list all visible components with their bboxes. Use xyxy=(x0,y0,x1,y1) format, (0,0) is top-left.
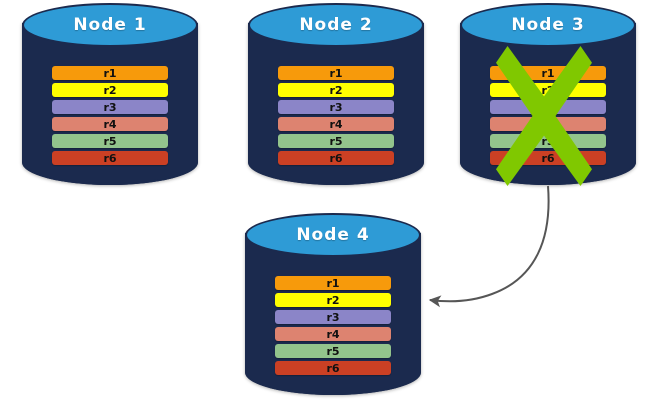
data-row-r2[interactable]: r2 xyxy=(52,83,168,97)
row-stack: r1 r2 r3 r4 r5 r6 xyxy=(278,66,394,165)
data-row-r6[interactable]: r6 xyxy=(490,151,606,165)
data-row-r4[interactable]: r4 xyxy=(490,117,606,131)
data-row-r2[interactable]: r2 xyxy=(275,293,391,307)
data-row-r3[interactable]: r3 xyxy=(52,100,168,114)
data-row-r5[interactable]: r5 xyxy=(278,134,394,148)
data-row-r4[interactable]: r4 xyxy=(275,327,391,341)
data-row-r6[interactable]: r6 xyxy=(278,151,394,165)
row-stack: r1 r2 r3 r4 r5 r6 xyxy=(490,66,606,165)
data-row-r6[interactable]: r6 xyxy=(52,151,168,165)
data-row-r2[interactable]: r2 xyxy=(490,83,606,97)
cylinder-body-outline xyxy=(248,23,424,185)
cylinder-top-ellipse xyxy=(460,3,636,47)
data-row-r1[interactable]: r1 xyxy=(275,276,391,290)
data-row-r5[interactable]: r5 xyxy=(275,344,391,358)
data-row-r3[interactable]: r3 xyxy=(278,100,394,114)
data-row-r1[interactable]: r1 xyxy=(278,66,394,80)
data-row-r2[interactable]: r2 xyxy=(278,83,394,97)
data-row-r3[interactable]: r3 xyxy=(490,100,606,114)
cylinder-top-ellipse xyxy=(245,213,421,257)
row-stack: r1 r2 r3 r4 r5 r6 xyxy=(275,276,391,375)
data-row-r1[interactable]: r1 xyxy=(490,66,606,80)
data-row-r4[interactable]: r4 xyxy=(52,117,168,131)
cylinder-top-ellipse xyxy=(248,3,424,47)
data-row-r6[interactable]: r6 xyxy=(275,361,391,375)
cylinder-body-outline xyxy=(245,233,421,395)
cylinder-top-ellipse xyxy=(22,3,198,47)
row-stack: r1 r2 r3 r4 r5 r6 xyxy=(52,66,168,165)
data-row-r3[interactable]: r3 xyxy=(275,310,391,324)
data-row-r1[interactable]: r1 xyxy=(52,66,168,80)
data-row-r5[interactable]: r5 xyxy=(490,134,606,148)
cylinder-body-outline xyxy=(22,23,198,185)
data-row-r5[interactable]: r5 xyxy=(52,134,168,148)
data-row-r4[interactable]: r4 xyxy=(278,117,394,131)
